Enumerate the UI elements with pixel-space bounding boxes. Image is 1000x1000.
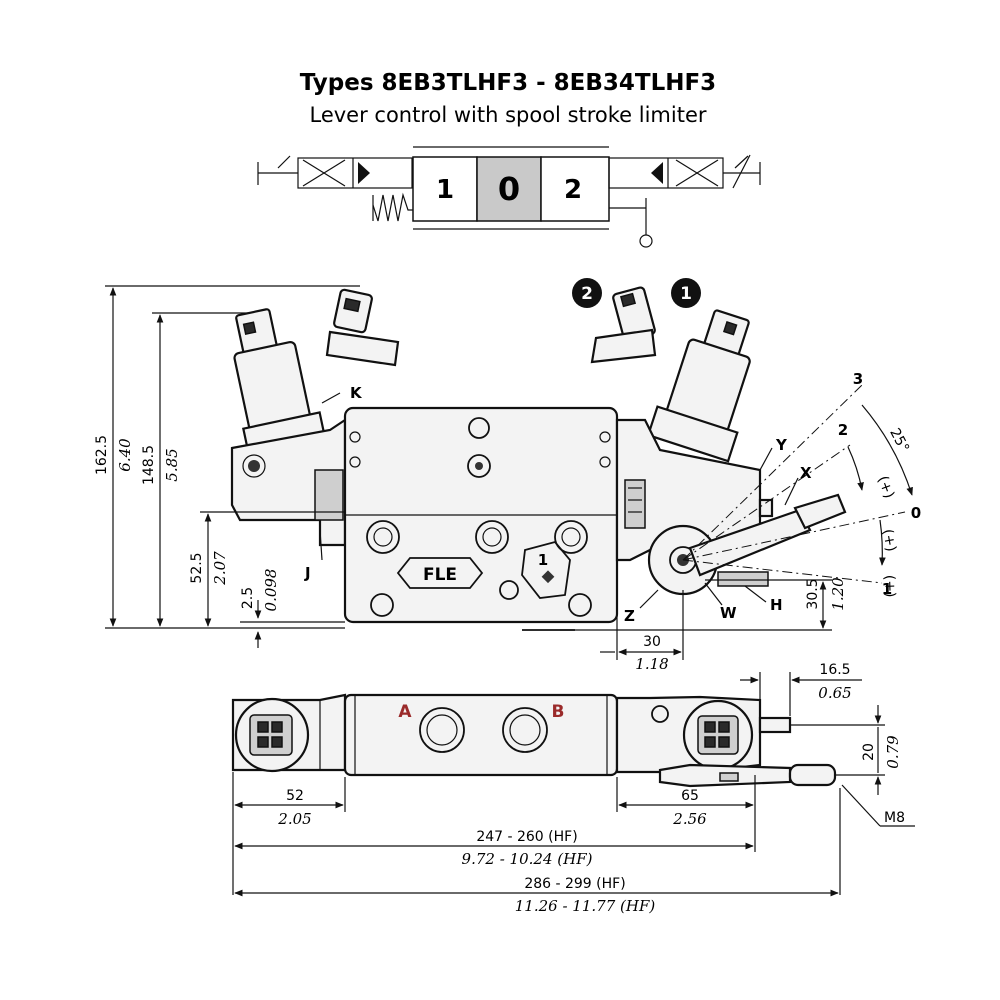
- angle-plus-2: (+): [879, 528, 899, 553]
- angle-label-3: 3: [853, 370, 863, 388]
- angle-plus-3: (+): [881, 575, 898, 598]
- right-connector-plug: [590, 286, 657, 364]
- brand-mark: FLE: [423, 565, 457, 585]
- top-view: A B 16.5 0.65 20 0.79 M8: [231, 662, 915, 915]
- callout-w: W: [720, 604, 737, 622]
- dim-247-260: 247 - 260 (HF): [476, 829, 577, 845]
- port-mark-1: 1: [538, 551, 548, 569]
- port-a: A: [398, 702, 412, 722]
- position-0: 0: [498, 170, 520, 208]
- dim-2-5: 2.5: [240, 587, 256, 609]
- badge-2-text: 2: [581, 284, 593, 304]
- dim-0-098: 0.098: [262, 569, 280, 612]
- position-1: 1: [436, 175, 454, 205]
- angle-degree: 25°: [886, 426, 912, 455]
- dim-16-5: 16.5: [819, 662, 850, 678]
- right-solenoid: [646, 309, 751, 463]
- dim-52-5: 52.5: [189, 552, 205, 583]
- top-valve-body: [343, 693, 619, 777]
- port-b: B: [552, 702, 565, 722]
- dim-20: 20: [861, 743, 877, 761]
- dim-0-65: 0.65: [818, 684, 851, 702]
- dim-2-56: 2.56: [672, 810, 707, 828]
- dim-162-5: 162.5: [94, 435, 110, 475]
- dim-65: 65: [681, 788, 699, 804]
- page-subtitle: Lever control with spool stroke limiter: [309, 103, 706, 127]
- dim-148-5: 148.5: [141, 445, 157, 485]
- dim-1-18: 1.18: [635, 655, 668, 673]
- position-2: 2: [564, 175, 582, 205]
- left-solenoid: [233, 308, 327, 458]
- badge-1: [671, 278, 701, 308]
- dim-5-85: 5.85: [163, 448, 181, 481]
- angle-label-2: 2: [838, 421, 848, 439]
- dim-0-79: 0.79: [884, 735, 902, 769]
- callout-z: Z: [624, 607, 635, 625]
- dim-11-26-11-77: 11.26 - 11.77 (HF): [515, 897, 656, 915]
- callout-y: Y: [775, 436, 788, 454]
- dim-1-20: 1.20: [829, 577, 847, 611]
- dim-2-05: 2.05: [277, 810, 311, 828]
- dim-30-5: 30.5: [805, 578, 821, 609]
- thread-m8: M8: [884, 810, 905, 826]
- left-connector-plug: [325, 288, 400, 367]
- badge-2: [572, 278, 602, 308]
- angle-plus-1: (+): [874, 474, 897, 501]
- callout-k: K: [350, 384, 363, 402]
- callout-x: X: [800, 464, 812, 482]
- hydraulic-symbol: 1 0 2: [257, 146, 761, 248]
- angle-label-1: 1: [882, 580, 892, 598]
- page-title: Types 8EB3TLHF3 - 8EB34TLHF3: [300, 70, 716, 96]
- dim-9-72-10-24: 9.72 - 10.24 (HF): [462, 850, 593, 868]
- dim-52: 52: [286, 788, 304, 804]
- callout-h: H: [770, 596, 783, 614]
- callout-j: J: [304, 564, 311, 582]
- badge-1-text: 1: [680, 284, 692, 304]
- dim-6-40: 6.40: [116, 438, 134, 472]
- angle-label-0: 0: [911, 504, 921, 522]
- dim-2-07: 2.07: [211, 551, 229, 586]
- front-view: 2 1: [94, 278, 921, 673]
- dim-286-299: 286 - 299 (HF): [524, 876, 625, 892]
- dim-30: 30: [643, 634, 661, 650]
